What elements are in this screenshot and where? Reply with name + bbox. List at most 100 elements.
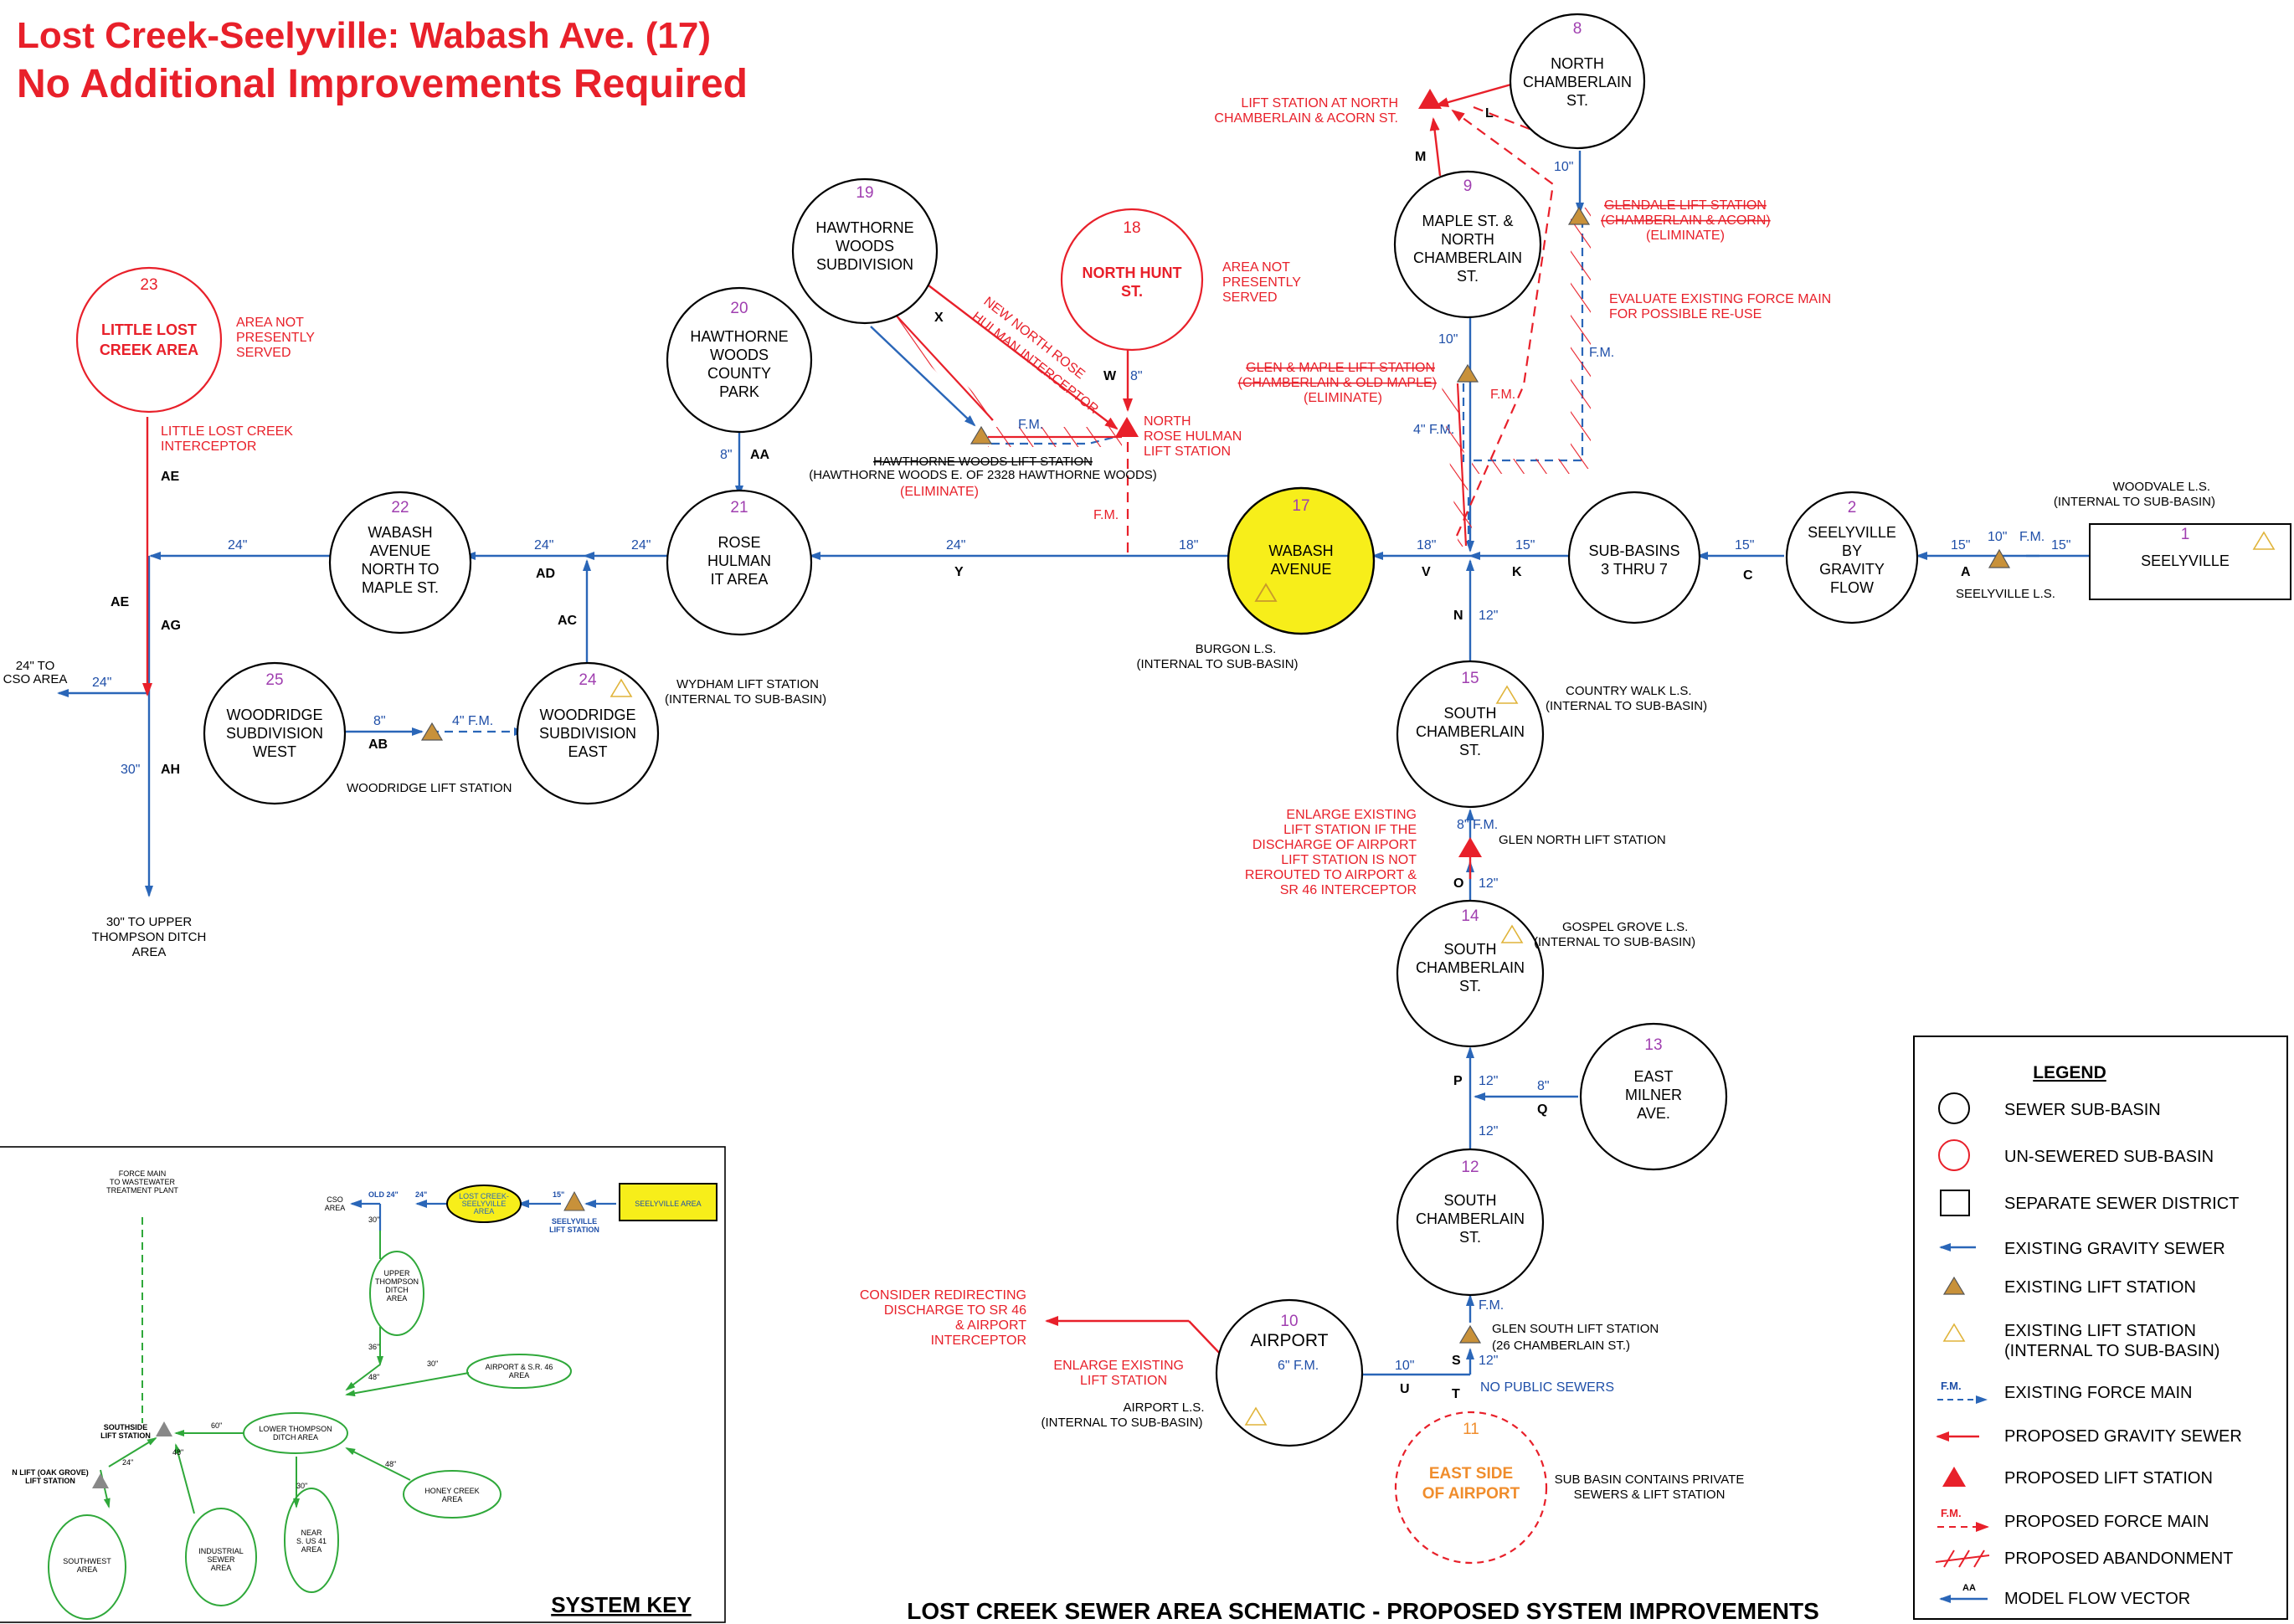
flow-vector-7: Q [1537,1102,1547,1117]
basin-24-line-3: EAST [568,743,607,760]
basin-8: 8 NORTH CHAMBERLAIN ST. [1509,13,1646,150]
sk-p30: 30" [368,1215,379,1224]
flow-vector-4: N [1453,609,1463,623]
consider-line-4: INTERCEPTOR [931,1334,1026,1348]
basin-24-line-2: SUBDIVISION [539,725,636,742]
basin-9-line-3: CHAMBERLAIN [1413,249,1522,266]
title-line-1: Lost Creek-Seelyville: Wabash Ave. (17) [17,15,711,56]
glen-south-line-1: GLEN SOUTH LIFT STATION [1492,1322,1659,1336]
basin-18-line-1: NORTH HUNT [1083,265,1182,281]
basin-18: 18 NORTH HUNT ST. [1060,208,1204,352]
glen-maple-ls-icon [1456,363,1479,383]
basin-2-line-3: GRAVITY [1819,561,1885,578]
basin-21-line-2: HULMAN [707,552,771,569]
burgon-line-2: (INTERNAL TO SUB-BASIN) [1136,657,1298,671]
sk-lost-creek-3: AREA [474,1207,495,1215]
basin-14-number: 14 [1461,907,1479,925]
legend: LEGEND SEWER SUB-BASIN UN-SEWERED SUB-BA… [1913,1036,2288,1620]
basin-15-line-3: ST. [1459,742,1481,758]
system-key: FORCE MAIN TO WASTEWATER TREATMENT PLANT… [0,1146,726,1623]
basin-24: 24 WOODRIDGE SUBDIVISION EAST [516,661,660,805]
basin-25-line-1: WOODRIDGE [227,707,323,723]
enlarge-airport-line-1: ENLARGE EXISTING [1053,1359,1184,1373]
pipe-label-0: 15" [1951,538,1970,552]
flow-vector-12: AD [536,567,555,581]
legend-item-0: SEWER SUB-BASIN [2004,1101,2161,1119]
basin-20: 20 HAWTHORNE WOODS COUNTY PARK [666,286,813,434]
seelyville-ls-label: SEELYVILLE L.S. [1956,587,2055,601]
airport-ls-icon [1244,1406,1268,1426]
country-walk-line-1: COUNTRY WALK L.S. [1566,684,1692,698]
sk-airport-sr-2: AREA [509,1371,530,1380]
sk-southside-1: SOUTHSIDE [104,1423,148,1431]
basin-9-line-1: MAPLE ST. & [1422,213,1513,229]
area-not-served-18-line-3: SERVED [1222,290,1278,305]
basin-2-line-1: SEELYVILLE [1808,524,1896,541]
legend-item-1: UN-SEWERED SUB-BASIN [2004,1148,2214,1166]
proposed-force-mains [1126,105,1565,559]
basin-19: 19 HAWTHORNE WOODS SUBDIVISION [791,177,939,325]
sk-p48c: 48" [385,1460,396,1468]
flow-vector-5: O [1453,876,1463,891]
flow-vector-6: P [1453,1074,1463,1088]
little-lost-line-2: INTERCEPTOR [161,439,256,454]
woodridge-ls-icon [420,722,444,741]
flow-vector-17: L [1485,106,1494,121]
basin-22-line-4: MAPLE ST. [362,579,439,596]
woodvale-line-2: (INTERNAL TO SUB-BASIN) [2054,495,2215,509]
nrh-ls-line-1: NORTH [1144,414,1191,429]
woodvale-ls-icon [2252,531,2276,550]
basin-12-line-3: ST. [1459,1229,1481,1246]
basin-22-number: 22 [391,499,409,516]
nrh-ls-line-2: ROSE HULMAN [1144,429,1242,444]
pipe-label-3: 15" [2051,538,2070,552]
sk-airport-sr-1: AIRPORT & S.R. 46 [486,1363,553,1371]
sk-p15: 15" [553,1190,564,1199]
area-not-served-23-line-3: SERVED [236,346,291,360]
glendale-line-2: (CHAMBERLAIN & ACORN) [1601,213,1771,228]
basin-22-line-3: NORTH TO [361,561,439,578]
basin-2-line-4: FLOW [1830,579,1874,596]
pipe-label-1: 10" [1988,530,2007,544]
pipe-label-22: 4" F.M. [452,714,493,728]
basin-1-name: SEELYVILLE [2141,552,2230,569]
pipe-label-30: F.M. [1018,418,1043,432]
basin-10-number: 10 [1280,1313,1298,1330]
airport-ls-line-1: AIRPORT L.S. [1124,1400,1205,1415]
basin-9-line-4: ST. [1457,268,1479,285]
pipe-label-25: 10" [1438,332,1458,347]
cso-line-2: CSO AREA [3,672,68,686]
basin-2-line-2: BY [1842,542,1862,559]
basin-21-number: 21 [730,499,748,516]
hawthorne-ls-line-1: HAWTHORNE WOODS LIFT STATION [873,455,1093,469]
consider-line-1: CONSIDER REDIRECTING [860,1288,1026,1303]
basin-20-line-1: HAWTHORNE [690,328,788,345]
cso-line-1: 24" TO [16,659,54,673]
ls-north-chamberlain-line-1: LIFT STATION AT NORTH [1241,96,1398,110]
woodvale-line-1: WOODVALE L.S. [2113,480,2210,494]
sk-oak-1: N LIFT (OAK GROVE) [12,1468,89,1477]
legend-item-4: EXISTING LIFT STATION [2004,1278,2196,1297]
flow-vector-2: K [1512,565,1522,579]
flow-vector-16: X [934,311,944,325]
sk-p24: 24" [415,1190,427,1199]
sk-force-main-3: TREATMENT PLANT [106,1186,178,1195]
basin-19-line-1: HAWTHORNE [815,219,913,236]
basin-2: 2 SEELYVILLE BY GRAVITY FLOW [1785,491,1919,624]
pipe-label-10: 24" [534,538,553,552]
basin-17-line-1: WABASH [1268,542,1333,559]
basin-22-line-1: WABASH [368,524,432,541]
consider-line-2: DISCHARGE TO SR 46 [884,1303,1026,1318]
woodridge-ls-label: WOODRIDGE LIFT STATION [347,781,512,795]
sk-old24: OLD 24" [368,1190,399,1199]
basin-12: 12 SOUTH CHAMBERLAIN ST. [1396,1148,1545,1297]
area-not-served-18-line-2: PRESENTLY [1222,275,1301,290]
pipe-label-24: 10" [1395,1359,1414,1373]
pipe-label-17: 12" [1479,1124,1498,1138]
enlarge-airport-line-2: LIFT STATION [1080,1374,1167,1388]
basin-3-7-line-2: 3 THRU 7 [1601,561,1668,578]
basin-11-line-1: EAST SIDE [1429,1465,1513,1483]
pipe-label-16: 12" [1479,1074,1498,1088]
sk-upper-1: UPPER [383,1269,410,1277]
